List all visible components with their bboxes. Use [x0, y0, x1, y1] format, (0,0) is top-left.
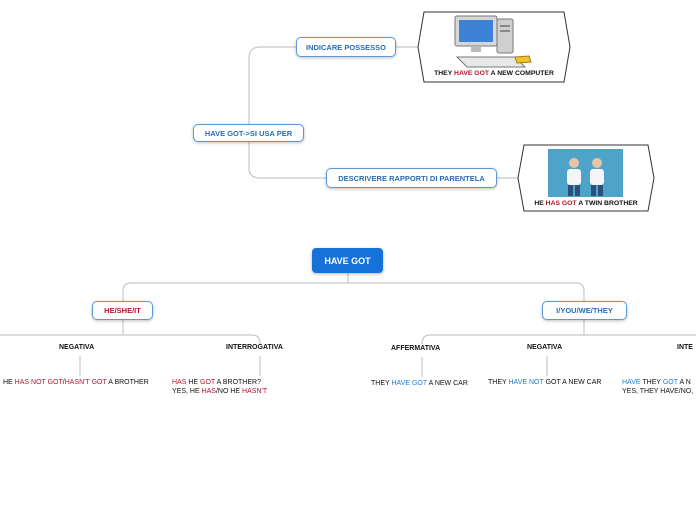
possesso-node[interactable]: INDICARE POSSESSO — [296, 37, 396, 57]
computer-card[interactable] — [417, 11, 571, 83]
root-label: HAVE GOT — [324, 255, 371, 266]
possesso-label: INDICARE POSSESSO — [305, 42, 387, 52]
they-negativa-example: THEY HAVE NOT GOT A NEW CAR — [488, 379, 602, 386]
computer-icon — [454, 15, 532, 68]
they-affermativa-example: THEY HAVE GOT A NEW CAR — [371, 380, 468, 387]
he-interrogativa-label: INTERROGATIVA — [226, 344, 283, 351]
usage-label: HAVE GOT->SI USA PER — [204, 128, 293, 138]
twins-card[interactable] — [517, 144, 655, 212]
possesso-example: THEY HAVE GOT A NEW COMPUTER — [434, 70, 554, 77]
he-negativa-label: NEGATIVA — [59, 344, 95, 351]
he-interrogativa-example: HAS HE GOT A BROTHER?YES, HE HAS/NO HE H… — [172, 379, 268, 395]
usage-node[interactable]: HAVE GOT->SI USA PER — [193, 124, 304, 142]
parentela-example: HE HAS GOT A TWIN BROTHER — [534, 200, 638, 207]
twin-brothers-image — [548, 149, 623, 197]
he-negativa-example: HE HAS NOT GOT/HASN'T GOT A BROTHER — [3, 379, 149, 386]
parentela-node[interactable]: DESCRIVERE RAPPORTI DI PARENTELA — [326, 168, 497, 188]
they-interrogativa-label: INTE — [677, 344, 693, 351]
root-node[interactable]: HAVE GOT — [312, 248, 383, 273]
i-you-we-they-node[interactable]: I/YOU/WE/THEY — [542, 301, 627, 320]
they-negativa-label: NEGATIVA — [527, 344, 563, 351]
i-you-we-they-label: I/YOU/WE/THEY — [556, 306, 613, 315]
he-she-it-node[interactable]: HE/SHE/IT — [92, 301, 153, 320]
they-affermativa-label: AFFERMATIVA — [391, 345, 441, 352]
parentela-label: DESCRIVERE RAPPORTI DI PARENTELA — [338, 173, 485, 183]
he-she-it-label: HE/SHE/IT — [104, 306, 141, 315]
